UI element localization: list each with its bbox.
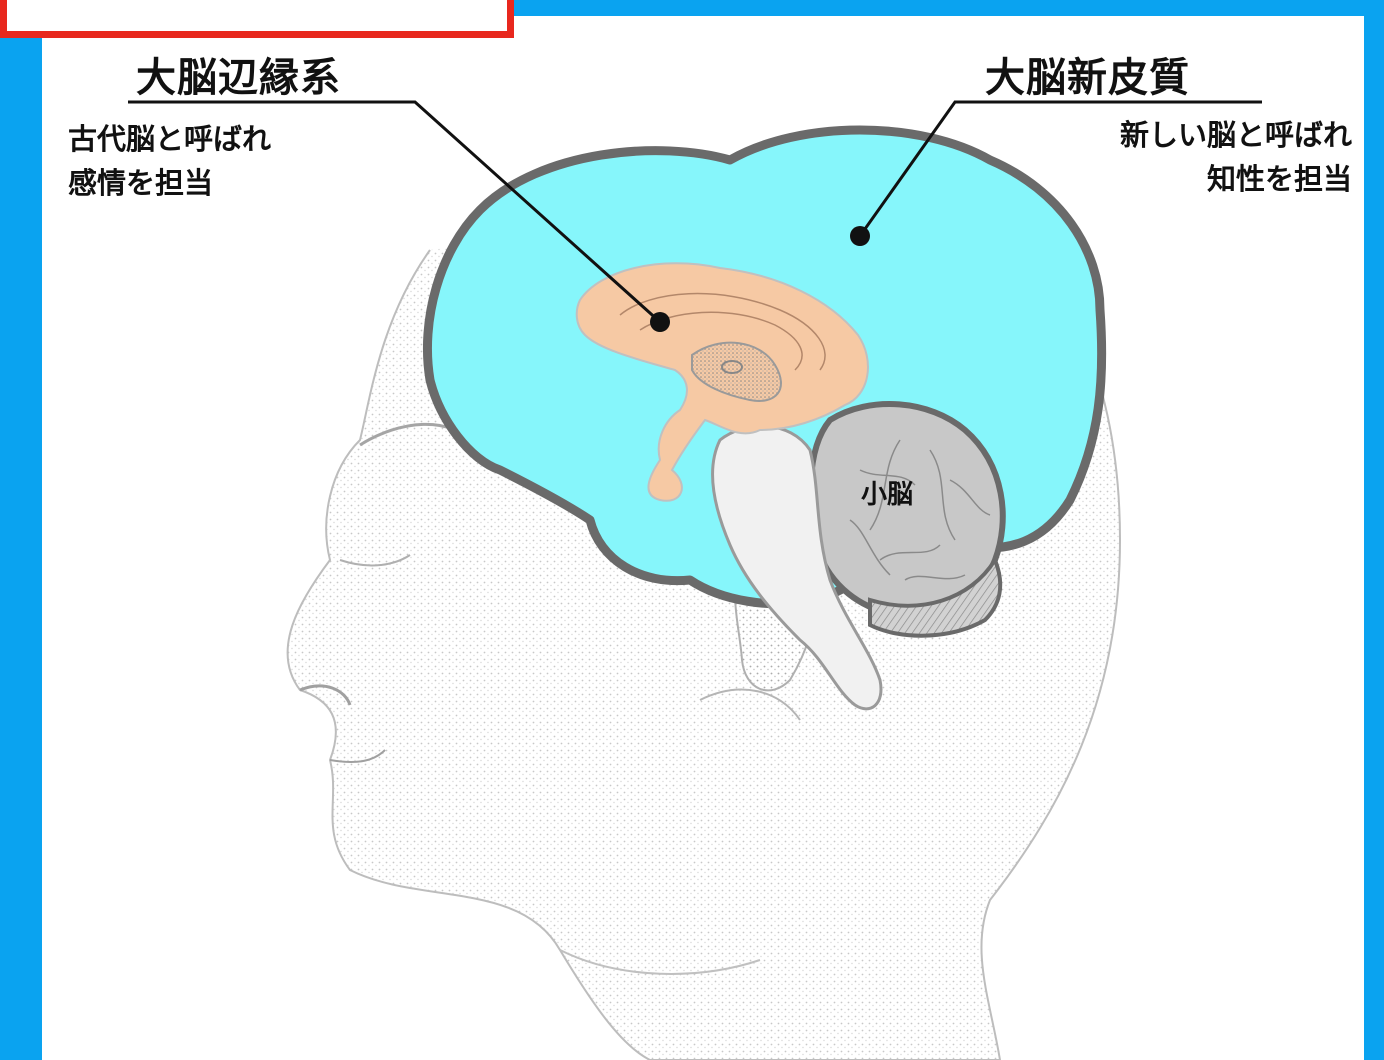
cropped-title-box [0,0,514,38]
limbic-system-description: 古代脳と呼ばれ 感情を担当 [68,118,271,205]
cortex-desc-line-1: 新しい脳と呼ばれ [1120,114,1352,158]
cropped-title-glyphs [117,0,477,4]
cortex-desc-line-2: 知性を担当 [1120,158,1352,202]
limbic-desc-line-1: 古代脳と呼ばれ [68,118,271,162]
neocortex-title: 大脳新皮質 [985,58,1190,98]
limbic-system-title: 大脳辺縁系 [136,58,341,98]
cerebellum-label: 小脳 [861,474,913,511]
cortex-pointer-dot [850,226,870,246]
limbic-desc-line-2: 感情を担当 [68,162,271,206]
neocortex-description: 新しい脳と呼ばれ 知性を担当 [1120,114,1352,201]
limbic-pointer-dot [650,312,670,332]
